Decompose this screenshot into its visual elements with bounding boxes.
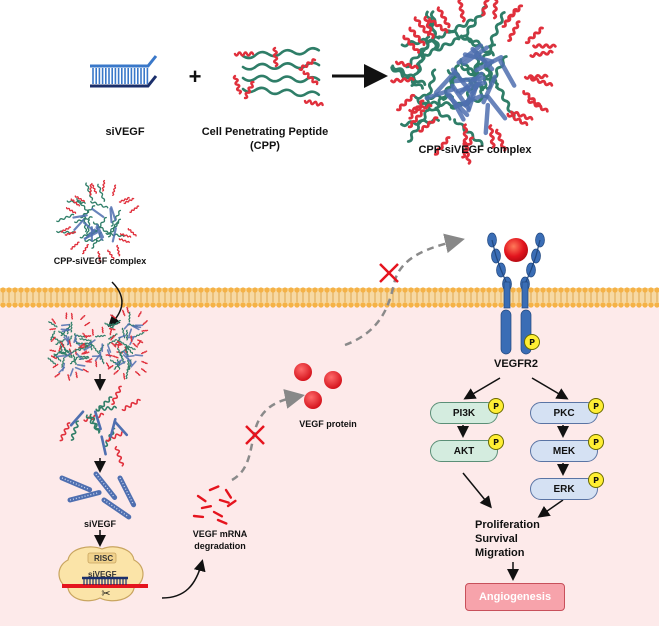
mek-node: MEK (530, 440, 598, 462)
outcome-survival: Survival (475, 533, 518, 545)
p-badge-akt: P (488, 434, 504, 450)
p-badge-mek: P (588, 434, 604, 450)
translation-path-dashed (231, 389, 305, 482)
mrna-degradation-line1: VEGF mRNA (192, 529, 248, 539)
mrna-degradation-line2: degradation (194, 541, 246, 551)
p-badge-erk: P (588, 472, 604, 488)
cell-membrane (0, 287, 659, 308)
arrow-to-pi3k (463, 377, 501, 400)
vegf-protein-icon (294, 363, 342, 409)
entry-arrow (107, 281, 123, 328)
akt-label: AKT (453, 445, 475, 457)
internalized-complexes-icon (47, 306, 149, 381)
pkc-label: PKC (553, 407, 575, 419)
free-sivegf-icon (59, 471, 137, 520)
mrna-fragments-icon (192, 485, 237, 525)
risc-label: RISC (94, 554, 114, 563)
cpp-sivegf-complex-icon (390, 0, 557, 165)
erk-node: ERK (530, 478, 598, 500)
cpp-peptide-icon (232, 46, 324, 107)
degradation-arrow (161, 559, 206, 599)
pi3k-label: PI3K (452, 407, 476, 419)
vegf-protein-label: VEGF protein (299, 419, 357, 429)
risc-complex-icon: ✂ (58, 546, 148, 602)
erk-label: ERK (553, 483, 575, 495)
svg-text:✂: ✂ (101, 587, 110, 600)
complex-outside-cell-icon (56, 179, 140, 263)
translation-block-x-icon (245, 425, 265, 445)
risc-sivegf-label: siVEGF (88, 570, 117, 579)
complex-small-label: CPP-siVEGF complex (53, 256, 147, 266)
plus-sign: + (189, 64, 202, 89)
cpp-label-line1: Cell Penetrating Peptide (201, 126, 329, 138)
angiogenesis-label: Angiogenesis (478, 591, 552, 603)
pi3k-node: PI3K (430, 402, 498, 424)
arrow-to-pkc (531, 377, 569, 400)
cellular-outcomes: Proliferation Survival Migration (475, 518, 540, 560)
akt-node: AKT (430, 440, 498, 462)
sivegf-top-label: siVEGF (105, 126, 145, 138)
angiogenesis-box: Angiogenesis (465, 583, 565, 611)
secretion-block-x-icon (379, 263, 399, 283)
cpp-label-line2: (CPP) (250, 140, 280, 152)
arrow-akt-outcomes (462, 472, 492, 509)
sivegf-free-label: siVEGF (83, 519, 116, 529)
vegf-ligand-icon (504, 238, 528, 262)
pkc-node: PKC (530, 402, 598, 424)
mek-label: MEK (552, 445, 576, 457)
p-badge-pkc: P (588, 398, 604, 414)
complex-top-label: CPP-siVEGF complex (418, 144, 532, 156)
dissociating-complex-icon (59, 385, 141, 467)
arrow-erk-outcomes (537, 499, 564, 518)
outcome-migration: Migration (475, 547, 525, 559)
p-badge-receptor: P (524, 334, 540, 350)
p-badge-pi3k: P (488, 398, 504, 414)
vegfr2-label: VEGFR2 (493, 358, 538, 370)
outcome-proliferation: Proliferation (475, 519, 540, 531)
vegfr2-receptor-icon (487, 232, 545, 355)
sivegf-duplex-icon (90, 55, 158, 88)
